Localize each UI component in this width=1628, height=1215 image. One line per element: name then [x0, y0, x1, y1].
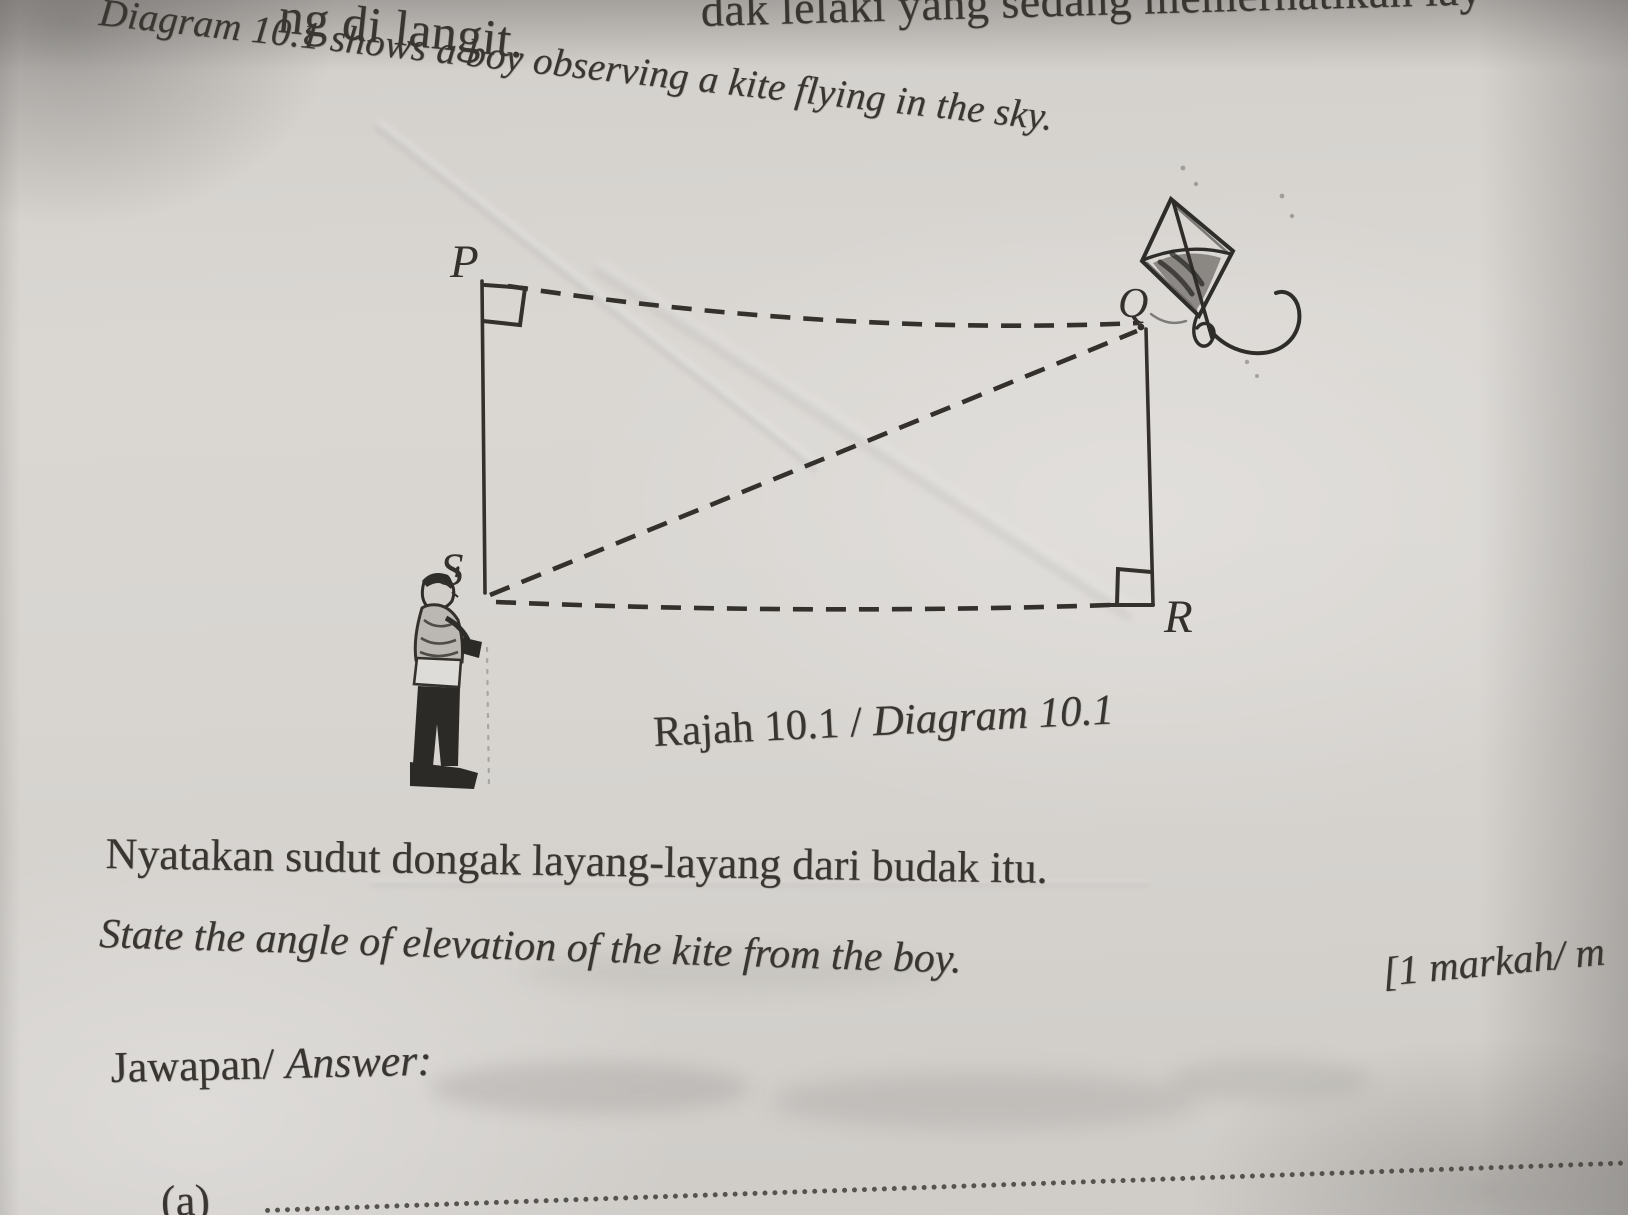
diagram-caption-malay: Rajah 10.1 /: [652, 698, 864, 756]
boy-hair-curl: [453, 566, 460, 578]
kite-tail-hook: [1208, 289, 1302, 355]
kite-tail-loop: [1192, 314, 1216, 348]
boy-figure: [410, 566, 482, 789]
kite-faint-specks: [1180, 165, 1295, 378]
dashed-line-S-to-R: [495, 599, 1111, 612]
kite-sketch: [1139, 165, 1302, 378]
answer-label: Jawapan/ Answer:: [110, 1035, 432, 1093]
kite-outline-resketch: [1145, 202, 1230, 312]
boy-hand-object: [461, 637, 482, 658]
boy-vest: [412, 656, 463, 689]
label-Q: Q: [1118, 281, 1148, 327]
boy-jacket-scribble: [419, 618, 459, 658]
kite-bridle-stroke: [1149, 312, 1188, 325]
kite-outline: [1139, 195, 1236, 320]
boy-legs: [413, 686, 460, 766]
answer-label-malay: Jawapan/: [110, 1039, 275, 1092]
line-P-to-S: [480, 279, 487, 595]
boy-face-line: [451, 591, 459, 598]
label-P: P: [449, 236, 479, 288]
label-S: S: [440, 544, 464, 596]
kite-spar-cross: [1141, 247, 1233, 262]
bridle-point-dot: [1137, 323, 1145, 331]
faint-fold-line: [485, 646, 491, 790]
line-Q-to-R: [1144, 327, 1155, 606]
kite-shading-scribble: [1157, 251, 1205, 297]
boy-arm: [444, 615, 471, 642]
right-angle-mark-P: [481, 283, 528, 328]
boy-hair: [422, 573, 452, 589]
answer-part-a-label: (a): [160, 1175, 211, 1215]
answer-label-english: Answer:: [284, 1035, 433, 1089]
boy-shoes: [410, 762, 478, 789]
right-angle-mark-R: [1115, 566, 1153, 606]
dashed-line-S-to-Q: [489, 328, 1138, 598]
label-R: R: [1163, 591, 1193, 643]
dashed-line-P-to-Q: [507, 283, 1140, 328]
